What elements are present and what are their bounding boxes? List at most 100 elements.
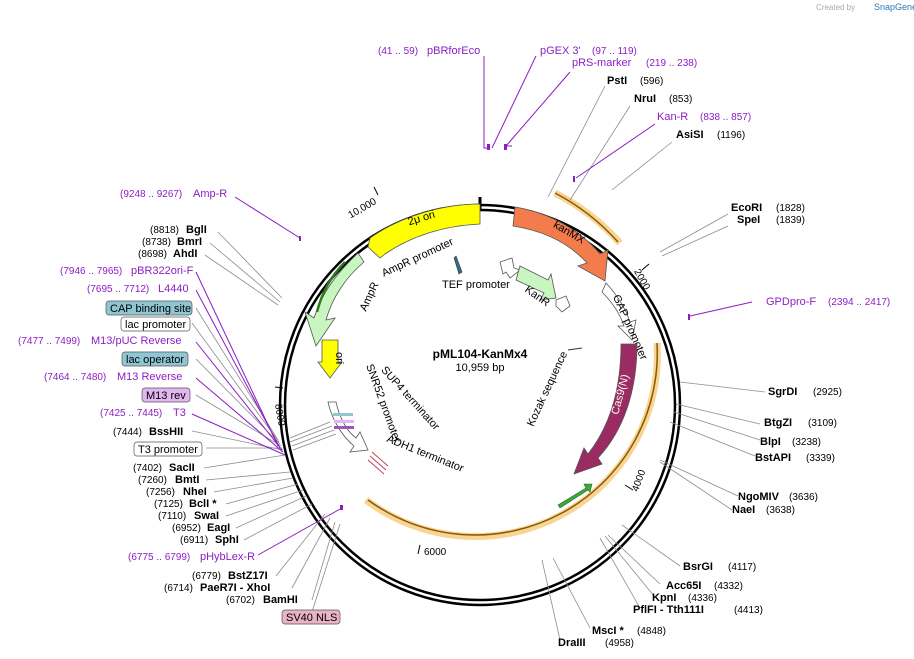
site-kpni[interactable]: KpnI	[652, 592, 676, 604]
feature-adh1-marker	[367, 451, 389, 475]
site-draiii[interactable]: DraIII	[558, 637, 586, 649]
site-psti-pos: (596)	[640, 76, 663, 87]
site-bamhi[interactable]: BamHI	[263, 594, 298, 606]
site-blpi[interactable]: BlpI	[760, 436, 781, 448]
site-psti[interactable]: PstI	[607, 75, 627, 87]
feature-kanr-term	[555, 295, 571, 313]
primer-leader-lines	[191, 55, 753, 556]
scale-ticks	[274, 186, 650, 555]
tick-2000: 2000	[631, 267, 652, 292]
primer-pos-amp-r: (9248 .. 9267)	[120, 189, 182, 200]
feature-gap-promoter[interactable]	[601, 282, 637, 341]
site-sgrdi[interactable]: SgrDI	[768, 386, 797, 398]
feature-green-arrow	[557, 483, 593, 509]
site-ecori-pos: (1828)	[776, 203, 805, 214]
feature-kozak-label: Kozak sequence	[525, 350, 570, 429]
primer-pos-l4440: (7695 .. 7712)	[87, 284, 149, 295]
site-ahdi[interactable]: AhdI	[173, 248, 197, 260]
feature-cas9n[interactable]	[573, 343, 638, 475]
box-lac-promoter[interactable]	[120, 316, 191, 332]
box-t3-promoter-label: T3 promoter	[138, 444, 198, 456]
box-sv40-nls[interactable]	[281, 609, 341, 625]
site-msci-pos: (4848)	[637, 626, 666, 637]
primer-pbr322ori-f[interactable]: pBR322ori-F	[131, 265, 194, 277]
site-naei[interactable]: NaeI	[732, 504, 755, 516]
site-bsrgi-pos: (4117)	[728, 562, 756, 573]
site-asisi[interactable]: AsiSI	[676, 129, 704, 141]
site-ecori[interactable]: EcoRI	[731, 202, 762, 214]
site-bcli[interactable]: BclI *	[189, 498, 217, 510]
site-paer7i-xhoi[interactable]: PaeR7I - XhoI	[200, 582, 270, 594]
site-bmri[interactable]: BmrI	[177, 236, 202, 248]
site-btgzi[interactable]: BtgZI	[764, 417, 792, 429]
feature-kanmx[interactable]	[512, 206, 609, 282]
primer-amp-r[interactable]: Amp-R	[193, 188, 227, 200]
primer-pos-t3: (7425 .. 7445)	[100, 408, 162, 419]
primer-kan-r[interactable]: Kan-R	[657, 111, 688, 123]
highlight-region-2	[363, 342, 661, 540]
site-sphi[interactable]: SphI	[215, 534, 239, 546]
primer-gpdpro-f[interactable]: GPDpro-F	[766, 296, 816, 308]
primer-m13-puc-reverse[interactable]: M13/pUC Reverse	[91, 335, 181, 347]
credit-text: Created by	[816, 3, 855, 12]
feature-ori-label: ori	[333, 352, 345, 364]
site-bsshii[interactable]: BssHII	[149, 426, 183, 438]
feature-ampr[interactable]	[304, 252, 365, 347]
site-bgli[interactable]: BglI	[186, 224, 207, 236]
primer-m13-reverse[interactable]: M13 Reverse	[117, 371, 182, 383]
site-nrui-pos: (853)	[669, 94, 692, 105]
site-bsshii-pos: (7444)	[113, 427, 142, 438]
primer-pos-prs-marker: (219 .. 238)	[646, 58, 697, 69]
tick-6000: 6000	[424, 547, 447, 558]
box-sv40-nls-label: SV40 NLS	[286, 612, 337, 624]
feature-kozak-marker	[567, 347, 583, 351]
site-nhei[interactable]: NheI	[183, 486, 207, 498]
tick-10000: 10,000	[347, 196, 379, 221]
site-bmri-pos: (8738)	[142, 237, 171, 248]
box-lac-operator[interactable]	[121, 351, 189, 367]
feature-ori[interactable]	[317, 339, 343, 379]
box-t3-promoter[interactable]	[133, 441, 203, 457]
site-acc65i[interactable]: Acc65I	[666, 580, 701, 592]
primer-pgex3[interactable]: pGEX 3'	[540, 45, 581, 57]
highlight-arc-1	[554, 192, 619, 243]
site-swai[interactable]: SwaI	[194, 510, 219, 522]
site-ahdi-pos: (8698)	[138, 249, 167, 260]
sites-right: PstI (596) NruI (853) AsiSI (1196) EcoRI…	[558, 75, 842, 649]
primer-pos-pbrforeco: (41 .. 59)	[378, 46, 418, 57]
site-bstz17i[interactable]: BstZ17I	[228, 570, 268, 582]
primer-l4440[interactable]: L4440	[158, 283, 189, 295]
site-acc65i-pos: (4332)	[714, 581, 743, 592]
site-pflfi-pos: (4413)	[734, 605, 763, 616]
site-bcli-pos: (7125)	[154, 499, 183, 510]
site-spei[interactable]: SpeI	[737, 214, 760, 226]
box-cap-binding-site[interactable]	[105, 300, 193, 316]
feature-kanr[interactable]	[515, 265, 557, 301]
site-bsrgi[interactable]: BsrGI	[683, 561, 713, 573]
highlight-arc-2	[367, 342, 659, 536]
site-ngomiv[interactable]: NgoMIV	[738, 491, 780, 503]
site-pflfi-tth111i[interactable]: PflFI - Tth111I	[633, 604, 704, 616]
site-nrui[interactable]: NruI	[634, 93, 656, 105]
primer-pos-pbr322ori: (7946 .. 7965)	[60, 266, 122, 277]
tick-4000: 4000	[630, 468, 648, 493]
site-eagi[interactable]: EagI	[207, 522, 230, 534]
plasmid-name: pML104-KanMx4	[433, 347, 528, 361]
site-sacii-pos: (7402)	[133, 463, 162, 474]
site-bmti[interactable]: BmtI	[175, 474, 199, 486]
leader-lines-right	[541, 85, 766, 641]
site-bgli-pos: (8818)	[150, 225, 179, 236]
primer-t3[interactable]: T3	[173, 407, 186, 419]
primer-pos-phyblex: (6775 .. 6799)	[128, 552, 190, 563]
primer-pbrforeco[interactable]: pBRforEco	[427, 45, 480, 57]
primer-phyblex-r[interactable]: pHybLex-R	[200, 551, 255, 563]
primer-prs-marker[interactable]: pRS-marker	[572, 57, 632, 69]
feature-2u-ori[interactable]	[367, 203, 481, 259]
feature-tef-promoter-label: TEF promoter	[442, 279, 510, 291]
site-sacii[interactable]: SacII	[169, 462, 195, 474]
box-m13-rev[interactable]	[141, 387, 191, 403]
site-msci[interactable]: MscI *	[592, 625, 625, 637]
site-blpi-pos: (3238)	[792, 437, 821, 448]
site-bstapi[interactable]: BstAPI	[755, 452, 791, 464]
site-bstapi-pos: (3339)	[806, 453, 835, 464]
